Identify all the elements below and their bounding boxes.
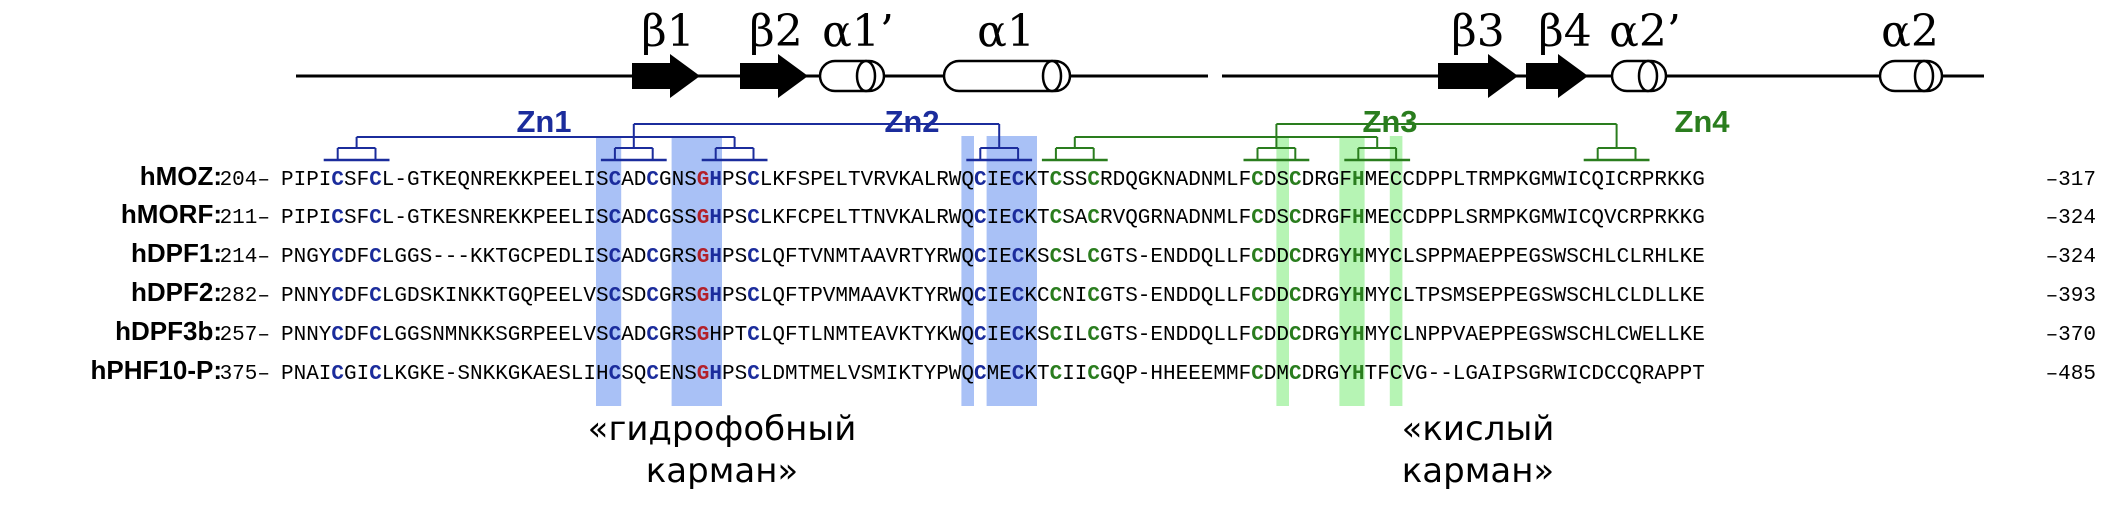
sequence-alignment: hMOZ:204– PIPICSFCL-GTKEQNREKKPEELISCADCG…: [91, 161, 2096, 386]
highlight-column: [986, 136, 1037, 406]
beta-strand-arrow: [632, 54, 700, 98]
protein-name: hMORF:: [121, 199, 222, 229]
sequence-start: 211–: [220, 207, 270, 230]
alpha-helix-cylinder: [942, 59, 1072, 93]
ss-label-beta2: β2: [749, 6, 802, 57]
highlight-column: [961, 136, 974, 406]
sequence-start: 282–: [220, 285, 270, 308]
highlight-column: [596, 136, 622, 406]
beta-strand-arrow: [1438, 54, 1518, 98]
zn1-label: Zn1: [516, 104, 571, 139]
ss-label-beta4: β4: [1538, 6, 1591, 57]
sequence-end: –324: [2046, 207, 2096, 230]
secondary-structure-labels: β1 β2 α1’ α1 β3 β4 α2’ α2: [641, 6, 1939, 57]
protein-name: hDPF1:: [131, 238, 222, 268]
protein-name: hPHF10-P:: [91, 355, 222, 385]
ss-label-alpha1: α1: [977, 6, 1035, 57]
sequence-residues: PNAICGICLKGKE-SNKKGKAESLIHCSQCENSGHPSCLD…: [281, 363, 1705, 386]
highlight-column: [671, 136, 722, 406]
protein-name: hDPF3b:: [115, 316, 222, 346]
sequence-residues: PNGYCDFCLGGS---KKTGCPEDLISCADCGRSGHPSCLQ…: [281, 246, 1705, 269]
pocket-labels: «гидрофобный карман» «кислый карман»: [588, 409, 1555, 491]
sequence-residues: PIPICSFCL-GTKESNREKKPEELISCADCGSSGHPSCLK…: [281, 207, 1705, 230]
sequence-residues: PNNYCDFCLGDSKINKKTGQPEELVSCSDCGRSGHPSCLQ…: [281, 285, 1705, 308]
beta-strand-arrow: [1526, 54, 1588, 98]
sequence-residues: PIPICSFCL-GTKEQNREKKPEELISCADCGNSGHPSCLK…: [281, 169, 1705, 192]
sequence-end: –324: [2046, 246, 2096, 269]
sequence-end: –393: [2046, 285, 2096, 308]
ss-label-alpha2-prime: α2’: [1609, 6, 1681, 57]
hydrophobic-pocket-label-line1: «гидрофобный: [588, 409, 857, 449]
zn3-label: Zn3: [1362, 104, 1417, 139]
highlight-column: [1276, 136, 1289, 406]
sequence-start: 257–: [220, 324, 270, 347]
acidic-pocket-label-line1: «кислый: [1402, 409, 1555, 449]
zinc-binding-brackets: [323, 123, 1650, 162]
residue-highlights: [596, 136, 1403, 406]
sequence-start: 375–: [220, 363, 270, 386]
highlight-column: [1339, 136, 1365, 406]
sequence-end: –370: [2046, 324, 2096, 347]
ss-label-alpha1-prime: α1’: [822, 6, 894, 57]
sequence-start: 204–: [220, 169, 270, 192]
acidic-pocket-label-line2: карман»: [1402, 451, 1554, 491]
beta-strand-arrow: [740, 54, 808, 98]
zn2-label: Zn2: [884, 104, 939, 139]
protein-name: hDPF2:: [131, 277, 222, 307]
sequence-end: –485: [2046, 363, 2096, 386]
zinc-finger-labels: Zn1 Zn2 Zn3 Zn4: [516, 104, 1730, 139]
ss-label-beta3: β3: [1451, 6, 1504, 57]
sequence-residues: PNNYCDFCLGGSNMNKKSGRPEELVSCADCGRSGHPTCLQ…: [281, 324, 1705, 347]
secondary-structure-track: [296, 54, 1984, 98]
zn4-label: Zn4: [1674, 104, 1730, 139]
highlight-column: [1389, 136, 1403, 406]
ss-label-alpha2: α2: [1881, 6, 1939, 57]
sequence-start: 214–: [220, 246, 270, 269]
ss-label-beta1: β1: [641, 6, 694, 57]
protein-name: hMOZ:: [140, 161, 222, 191]
hydrophobic-pocket-label-line2: карман»: [646, 451, 798, 491]
sequence-end: –317: [2046, 169, 2096, 192]
